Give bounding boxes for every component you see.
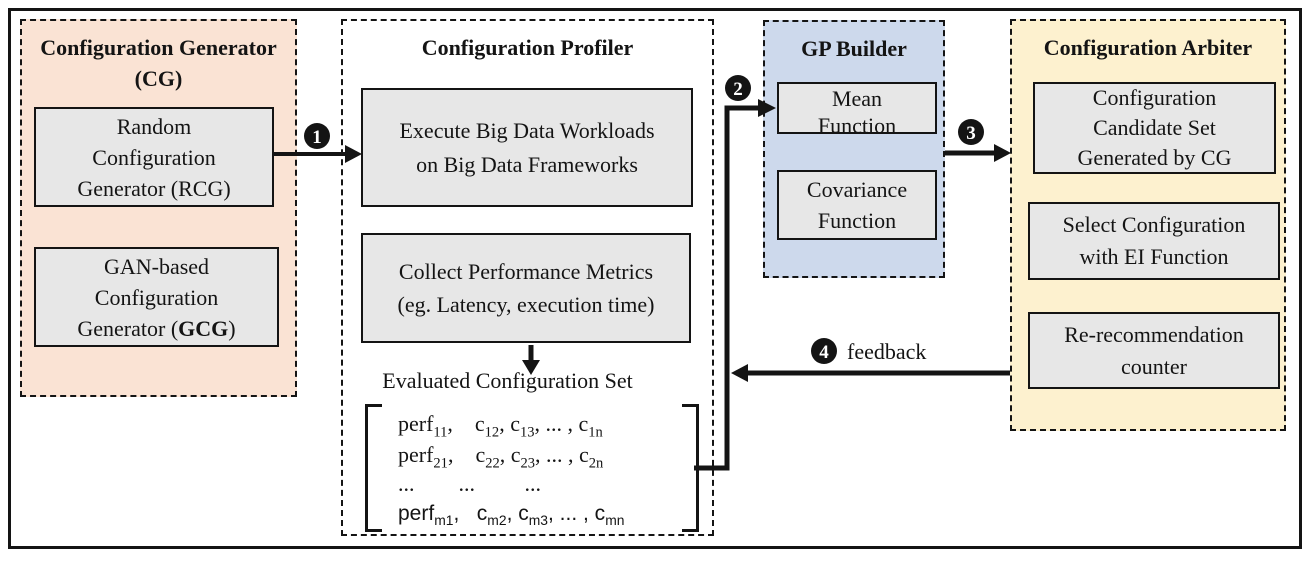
cg-panel-title: Configuration Generator(CG) [40, 35, 277, 91]
arbiter-panel-title: Configuration Arbiter [1043, 35, 1253, 60]
profiler-panel-title: Configuration Profiler [421, 35, 634, 60]
evaluated-configuration-set-label: Evaluated Configuration Set [382, 368, 633, 393]
box-collect-metrics: Collect Performance Metrics(eg. Latency,… [361, 233, 691, 343]
gp-panel-title: GP Builder [801, 36, 907, 61]
matrix-right-bracket [682, 404, 699, 532]
outer-frame [8, 8, 1302, 549]
panel-configuration-profiler: Configuration Profiler Execute Big Data … [341, 19, 714, 536]
feedback-label: feedback [847, 339, 927, 364]
matrix-left-bracket [365, 404, 382, 532]
